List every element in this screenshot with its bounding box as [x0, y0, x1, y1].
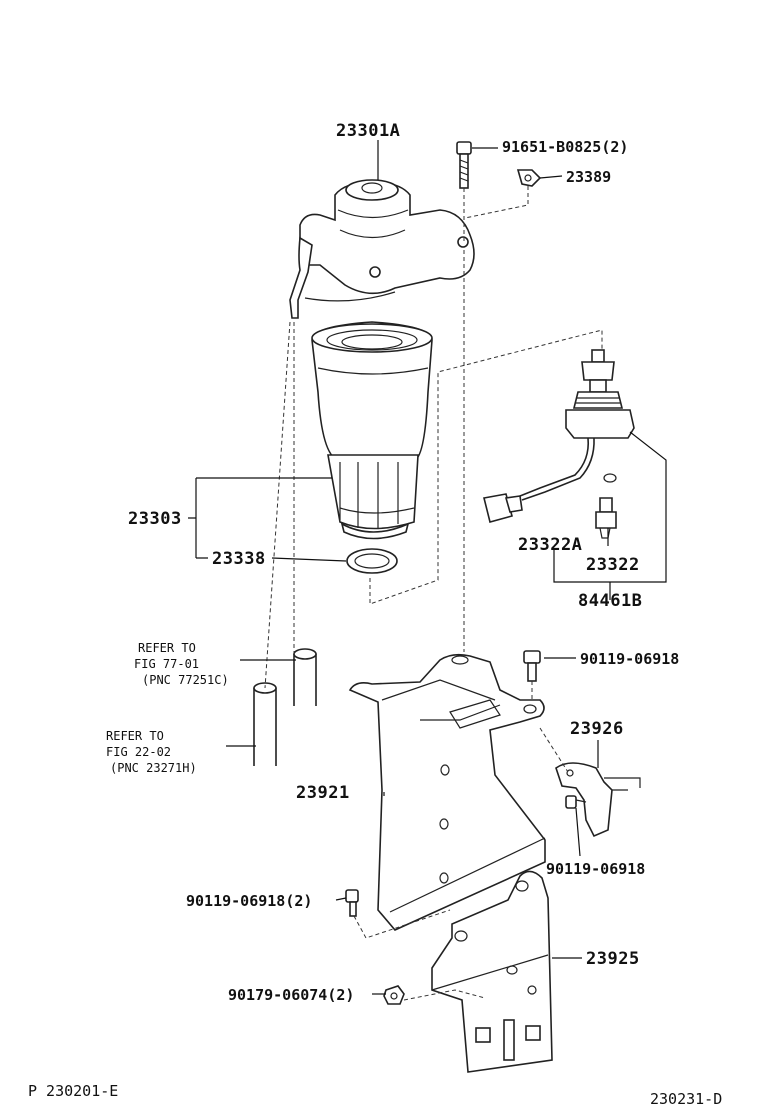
hose-upper [293, 648, 317, 706]
bolt-90119-right [565, 795, 587, 809]
label-23322: 23322 [586, 555, 640, 575]
clamp-23926 [555, 762, 641, 838]
bolt-91651 [456, 141, 472, 189]
bolt-90119-top [523, 650, 541, 682]
o-ring-23338 [346, 548, 398, 574]
label-90119-left: 90119-06918(2) [186, 892, 312, 910]
refer-1-line-3: (PNC 77251C) [142, 673, 229, 687]
label-23301A: 23301A [336, 121, 400, 141]
label-23338: 23338 [212, 549, 266, 569]
label-23925: 23925 [586, 949, 640, 969]
footer-left: P 230201-E [28, 1082, 118, 1100]
bracket-23921 [348, 653, 546, 931]
filter-head [289, 179, 475, 319]
label-91651: 91651-B0825(2) [502, 138, 628, 156]
leader-lines [188, 140, 667, 995]
label-23921: 23921 [296, 783, 350, 803]
label-23322A: 23322A [518, 535, 582, 555]
refer-2-line-1: REFER TO [106, 729, 164, 743]
bolt-90119-left [345, 889, 359, 917]
label-90179: 90179-06074(2) [228, 986, 354, 1004]
refer-1-line-2: FIG 77-01 [134, 657, 199, 671]
refer-2-line-3: (PNC 23271H) [110, 761, 197, 775]
label-23926: 23926 [570, 719, 624, 739]
water-sensor [483, 349, 635, 539]
label-23389: 23389 [566, 168, 611, 186]
refer-1-line-1: REFER TO [138, 641, 196, 655]
label-90119-right: 90119-06918 [546, 860, 645, 878]
clip-23389 [516, 169, 542, 187]
refer-2-line-2: FIG 22-02 [106, 745, 171, 759]
label-23303: 23303 [128, 509, 182, 529]
nut-90179 [383, 985, 405, 1005]
hose-lower [253, 682, 277, 766]
dashed-guides [264, 186, 603, 1001]
filter-element [311, 321, 433, 540]
footer-right: 230231-D [650, 1090, 722, 1108]
label-84461B: 84461B [578, 591, 642, 611]
label-90119-top: 90119-06918 [580, 650, 679, 668]
bracket-23925 [431, 870, 553, 1073]
